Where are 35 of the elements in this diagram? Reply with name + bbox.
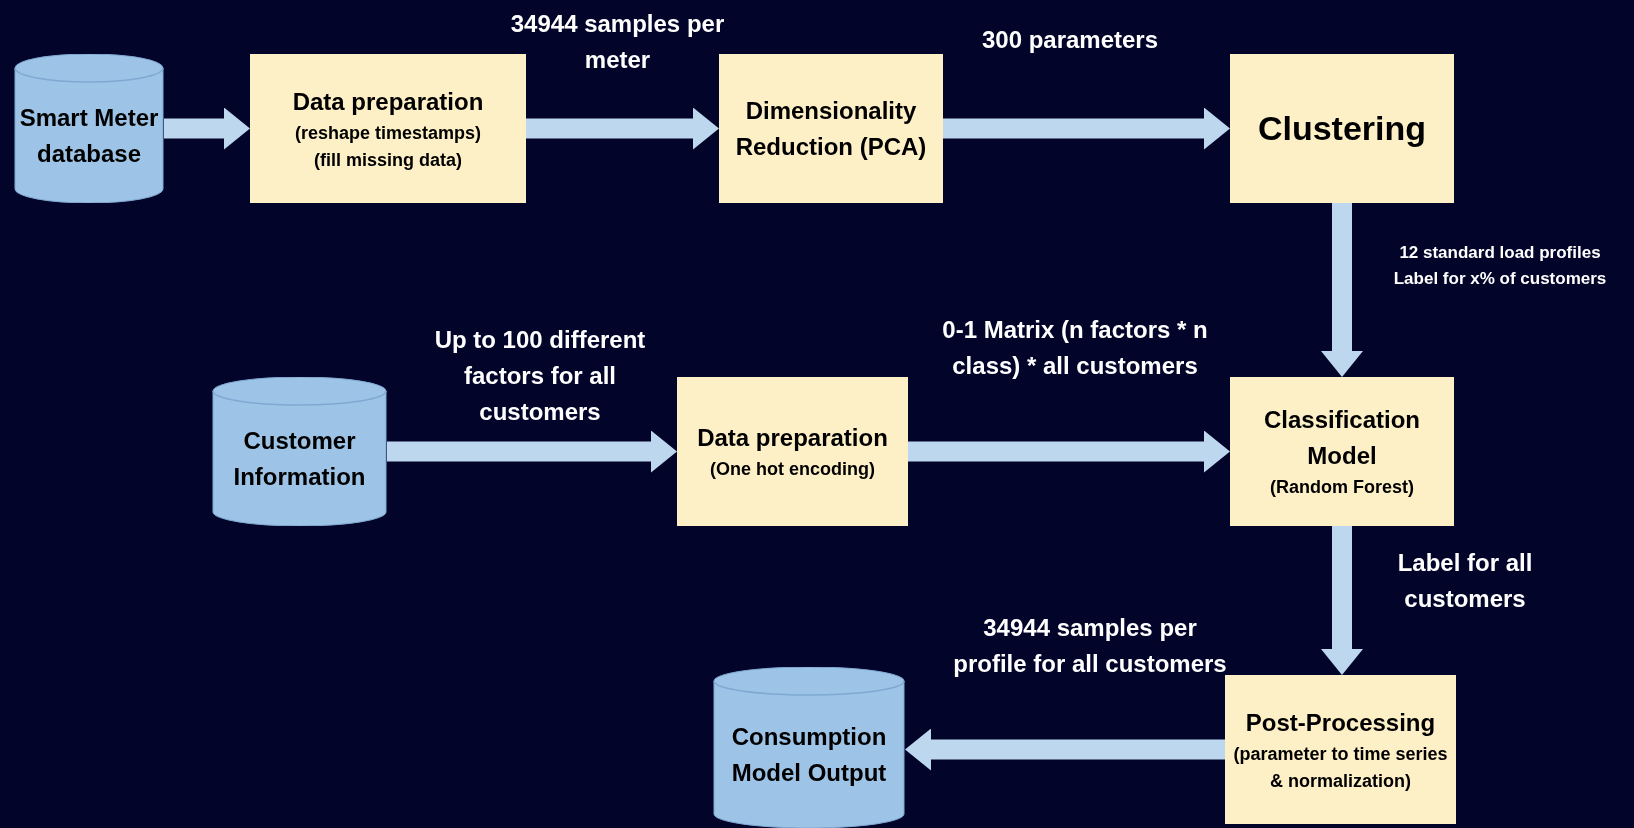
node-title: Post-Processing: [1245, 707, 1436, 738]
edge-label: 0-1 Matrix (n factors * n class) * all customers: [941, 315, 1209, 381]
node-subtitle: (fill missing data): [314, 148, 462, 172]
block-arrow: [1321, 203, 1363, 377]
node-title: Classification Model: [1262, 405, 1421, 471]
process-box: [677, 377, 908, 526]
edge-label: Label for all customers: [1396, 548, 1534, 614]
block-arrow: [526, 107, 719, 150]
block-arrow: [943, 107, 1230, 150]
block-arrow: [905, 728, 1225, 771]
edge-label: Up to 100 different factors for all customers: [433, 325, 647, 427]
node-title: Clustering: [1257, 108, 1427, 149]
node-subtitle: (One hot encoding): [710, 458, 875, 481]
process-box: [1230, 377, 1454, 526]
node-title: Data preparation: [697, 423, 888, 453]
process-box: [1225, 675, 1456, 824]
node-title: Consumption Model Output: [730, 721, 888, 788]
block-arrow: [1321, 526, 1363, 675]
node-subtitle: (reshape timestamps): [294, 121, 482, 145]
node-title: Customer Information: [232, 425, 367, 492]
node-subtitle: (Random Forest): [1270, 476, 1414, 499]
process-box: [250, 54, 526, 203]
process-box: [1230, 54, 1454, 203]
block-arrow: [908, 430, 1230, 473]
edge-label: 300 parameters: [980, 25, 1160, 55]
edge-label: 34944 samples per profile for all customers: [952, 613, 1228, 679]
process-box: [719, 54, 943, 203]
edge-label: 12 standard load profiles Label for x% of customers: [1392, 242, 1608, 290]
node-title: Data preparation: [292, 86, 484, 117]
node-subtitle: (parameter to time series & normalization): [1232, 742, 1449, 793]
block-arrow: [164, 107, 250, 150]
node-title: Smart Meter database: [18, 102, 160, 169]
node-title: Dimensionality Reduction (PCA): [734, 95, 928, 162]
edge-label: 34944 samples per meter: [509, 9, 726, 75]
block-arrow: [387, 430, 677, 473]
